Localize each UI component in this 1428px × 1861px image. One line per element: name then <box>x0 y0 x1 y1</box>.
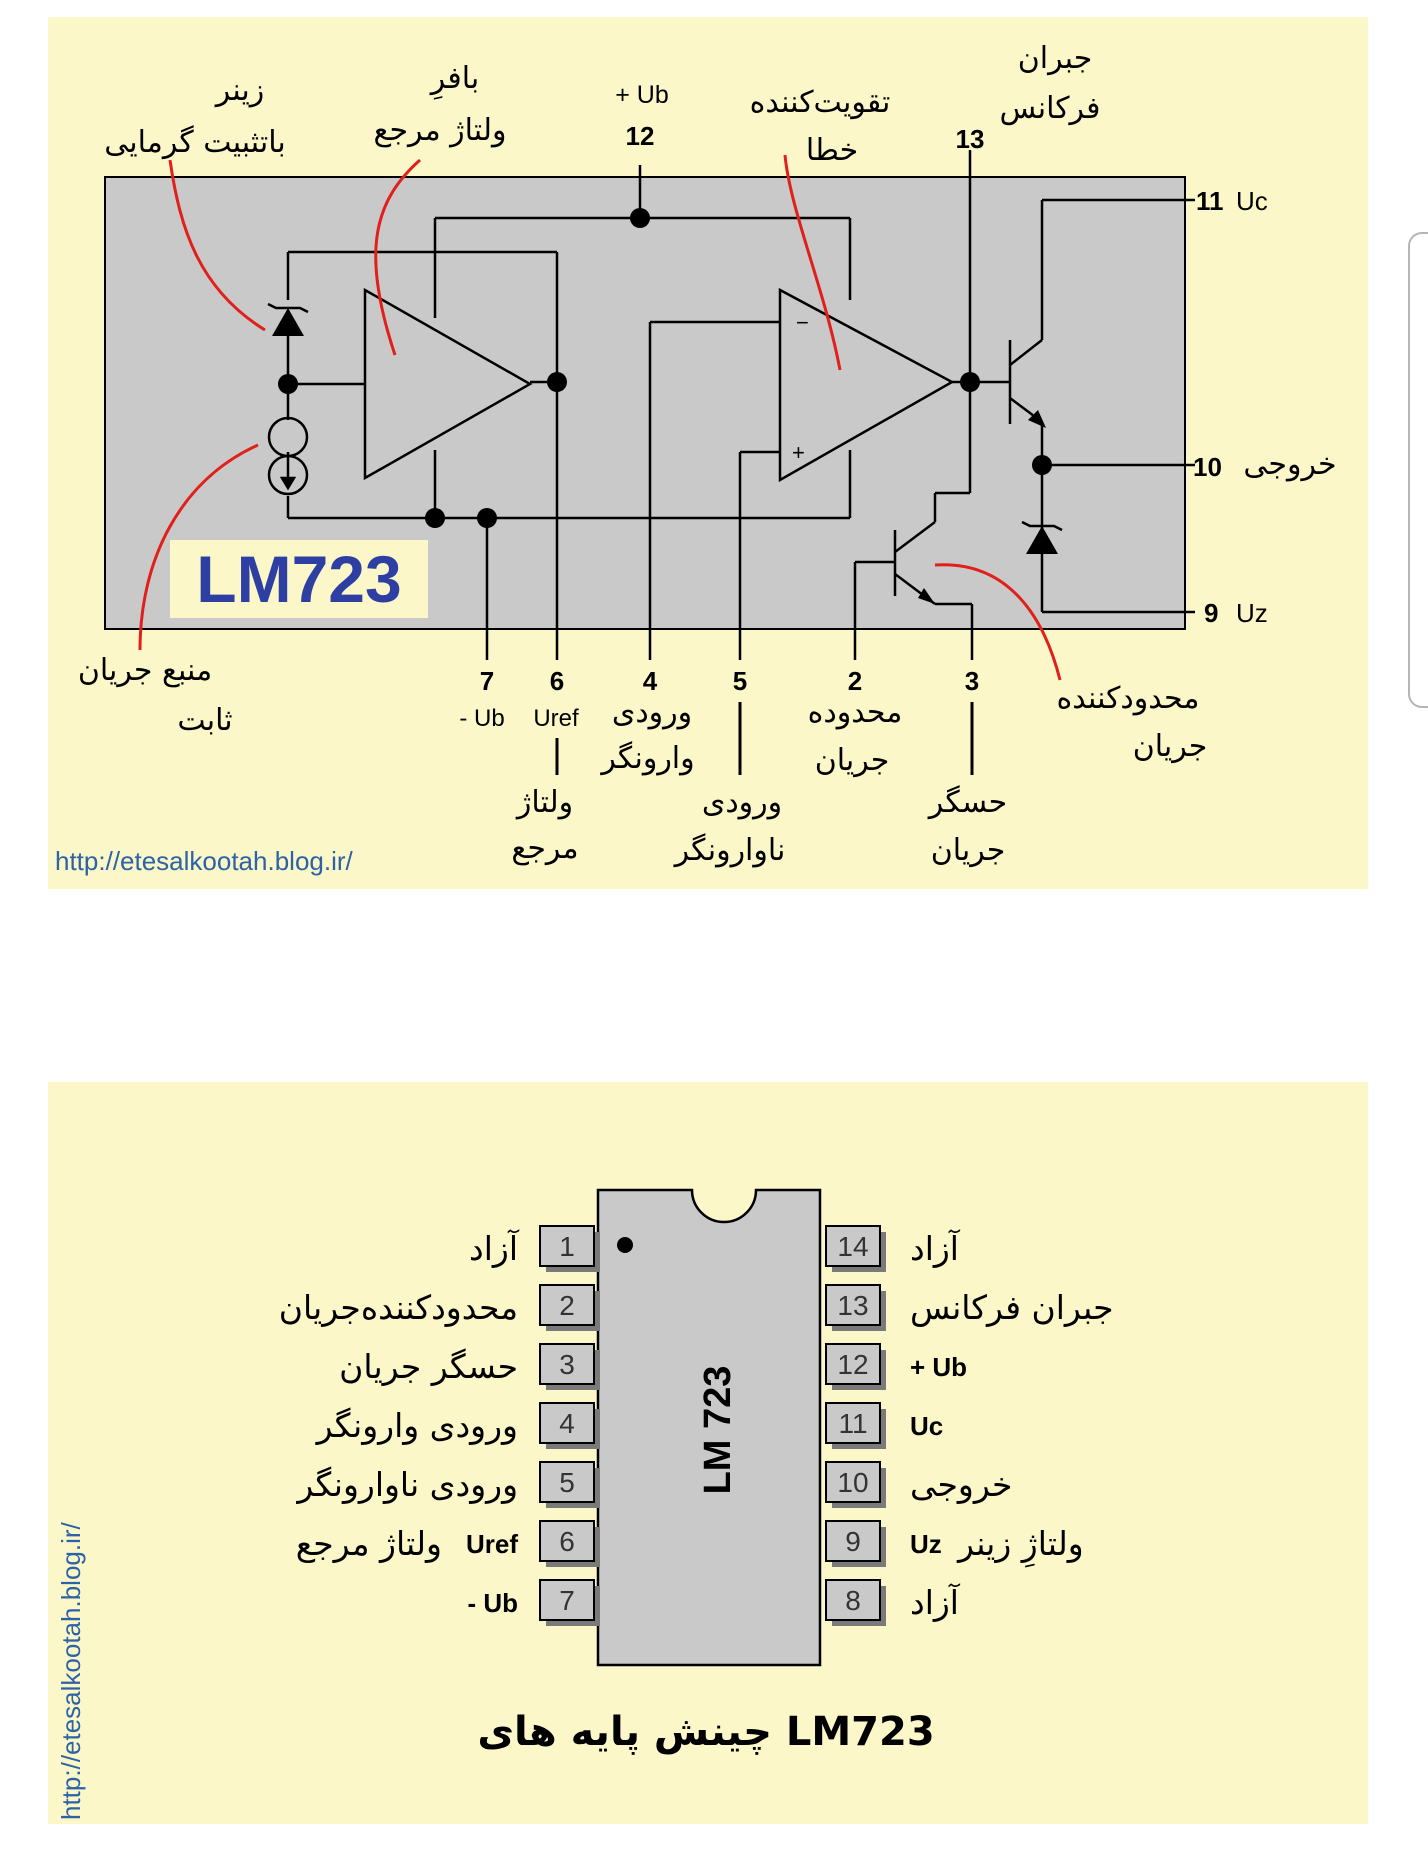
const-current-label-line2: ثابت <box>177 703 232 738</box>
opamp-plus: + <box>792 440 805 465</box>
ninv-input-label-line2: ناوارونگر <box>673 833 786 868</box>
pin12-top: 12 <box>626 121 655 151</box>
annotation-curves <box>138 154 1062 681</box>
pin10-right: 10 <box>1193 452 1222 482</box>
blog-url-top[interactable]: http://etesalkootah.blog.ir/ <box>55 846 354 876</box>
pin4-bottom: 4 <box>643 666 658 696</box>
output-zener <box>1021 520 1063 554</box>
cs-label-line1: حسگر <box>927 785 1007 820</box>
uref-bottom: Uref <box>533 705 579 732</box>
const-current-label-line1: منبع جریان <box>78 653 212 688</box>
zener-label-line1: زینر <box>214 73 264 108</box>
chip-label: LM723 <box>196 542 401 616</box>
ninv-input-label-line1: ورودی <box>702 785 782 820</box>
error-amplifier <box>778 287 955 483</box>
junctions <box>278 208 1052 528</box>
inv-input-label-line1: ورودی <box>612 695 692 730</box>
error-amp-label-line1: تقویت‌کننده <box>750 85 891 120</box>
reference-zener <box>267 302 309 336</box>
limiter-transistor-arrow <box>918 588 935 604</box>
vref-label-line2: مرجع <box>511 831 578 866</box>
pin5-bottom: 5 <box>733 666 747 696</box>
pin3-bottom: 3 <box>965 666 979 696</box>
limiter-label-line2: جریان <box>1133 729 1208 764</box>
block-diagram: − + LM723 زینر باتثبیت گرمایی بافرِ ولتا… <box>55 41 1337 876</box>
pin6-bottom: 6 <box>550 666 564 696</box>
inv-input-label-line2: وارونگر <box>599 741 694 776</box>
wiring <box>286 150 1195 660</box>
limiter-label-line1: محدودکننده <box>1057 681 1200 716</box>
zener-label-line2: باتثبیت گرمایی <box>104 125 285 160</box>
current-source <box>267 416 309 496</box>
pinout-panel <box>48 1082 1368 1824</box>
cl-label-line2: جریان <box>815 743 890 778</box>
vref-label-line1: ولتاژ <box>515 785 573 820</box>
uz-label: Uz <box>1236 598 1268 628</box>
chip-label-box <box>170 540 428 618</box>
buffer-label-line2: ولتاژ مرجع <box>374 113 507 148</box>
pin9-right: 9 <box>1204 598 1218 628</box>
scrollbar-thumb[interactable] <box>1408 232 1428 708</box>
cl-label-line1: محدوده <box>808 695 903 730</box>
uc-label: Uc <box>1236 186 1268 216</box>
opamp-minus: − <box>796 310 809 335</box>
buffer-label-line1: بافرِ <box>429 61 479 100</box>
pin7-bottom: 7 <box>480 666 494 696</box>
output-transistor-arrow <box>1028 410 1046 428</box>
freq-comp-label-line2: فرکانس <box>1000 91 1101 126</box>
pin13-top: 13 <box>956 124 985 154</box>
buffer-amplifier <box>363 287 533 481</box>
error-amp-label-line2: خطا <box>806 133 858 168</box>
cs-label-line2: جریان <box>931 833 1006 868</box>
pin11-right: 11 <box>1196 186 1224 216</box>
minus-ub-bottom: - Ub <box>459 705 504 732</box>
output-label: خروجی <box>1243 447 1336 482</box>
plus-ub-top: + Ub <box>615 81 669 109</box>
freq-comp-label-line1: جبران <box>1018 41 1093 76</box>
pin2-bottom: 2 <box>848 666 862 696</box>
